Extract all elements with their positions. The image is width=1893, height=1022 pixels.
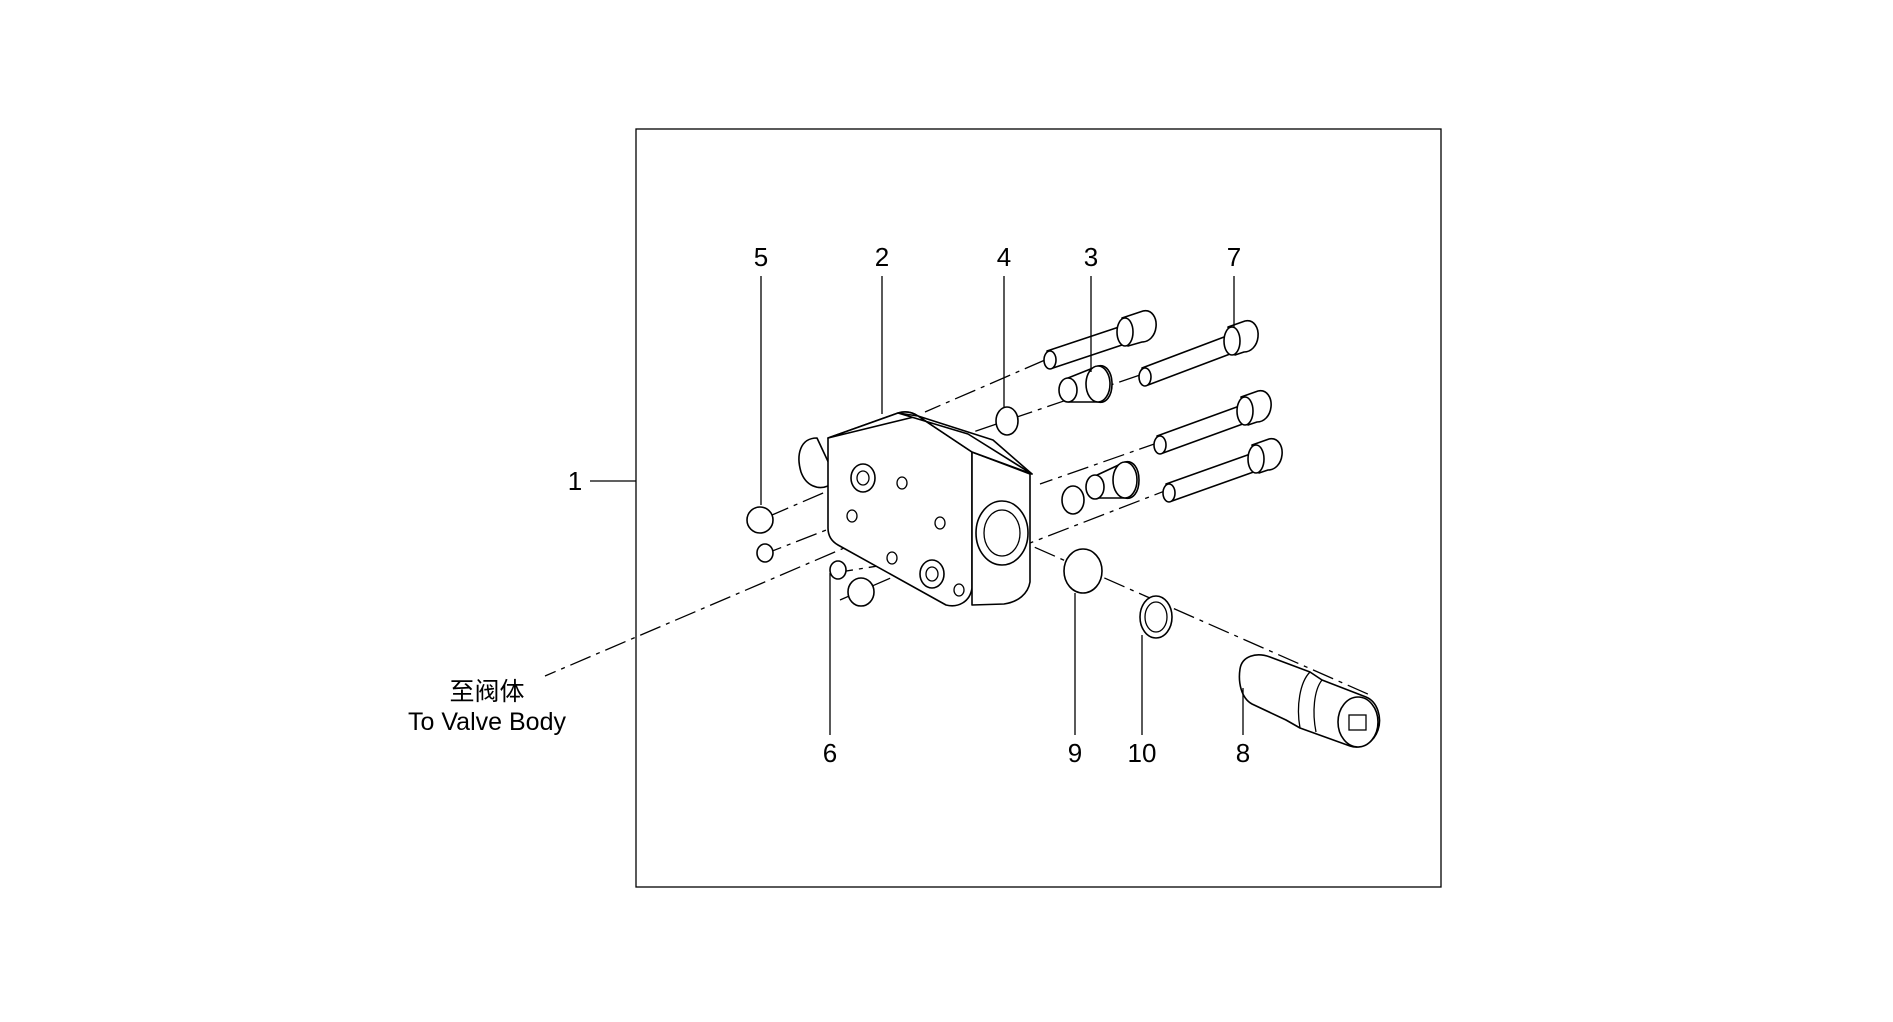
callout-4: 4 — [997, 242, 1011, 272]
seal-5-b — [756, 543, 774, 563]
callout-10: 10 — [1128, 738, 1157, 768]
callout-6: 6 — [823, 738, 837, 768]
note-english: To Valve Body — [408, 708, 566, 736]
seal-9 — [1063, 548, 1103, 594]
screw-bottom — [1162, 437, 1283, 503]
callout-5: 5 — [754, 242, 768, 272]
callout-1: 1 — [568, 466, 582, 496]
plug-upper — [1058, 364, 1113, 404]
callout-leaders — [760, 276, 1244, 735]
seal-6-a — [829, 560, 847, 580]
callout-8: 8 — [1236, 738, 1250, 768]
o-ring-lower — [1061, 485, 1085, 515]
to-valve-body-leader — [544, 521, 906, 677]
callout-3: 3 — [1084, 242, 1098, 272]
o-ring-upper — [995, 406, 1019, 436]
plug-lower — [1085, 460, 1140, 500]
valve-block — [798, 411, 1033, 607]
note-chinese: 至阀体 — [449, 678, 524, 706]
callout-9: 9 — [1068, 738, 1082, 768]
screw-mid — [1153, 389, 1272, 455]
seal-6-b — [847, 577, 875, 607]
screw-top-right — [1138, 319, 1259, 387]
callout-7: 7 — [1227, 242, 1241, 272]
screw-top-left — [1043, 309, 1157, 370]
assembly-frame — [635, 128, 1442, 888]
cartridge-8 — [1238, 654, 1381, 748]
ring-10 — [1139, 595, 1173, 639]
callout-2: 2 — [875, 242, 889, 272]
seal-5-a — [746, 506, 774, 534]
